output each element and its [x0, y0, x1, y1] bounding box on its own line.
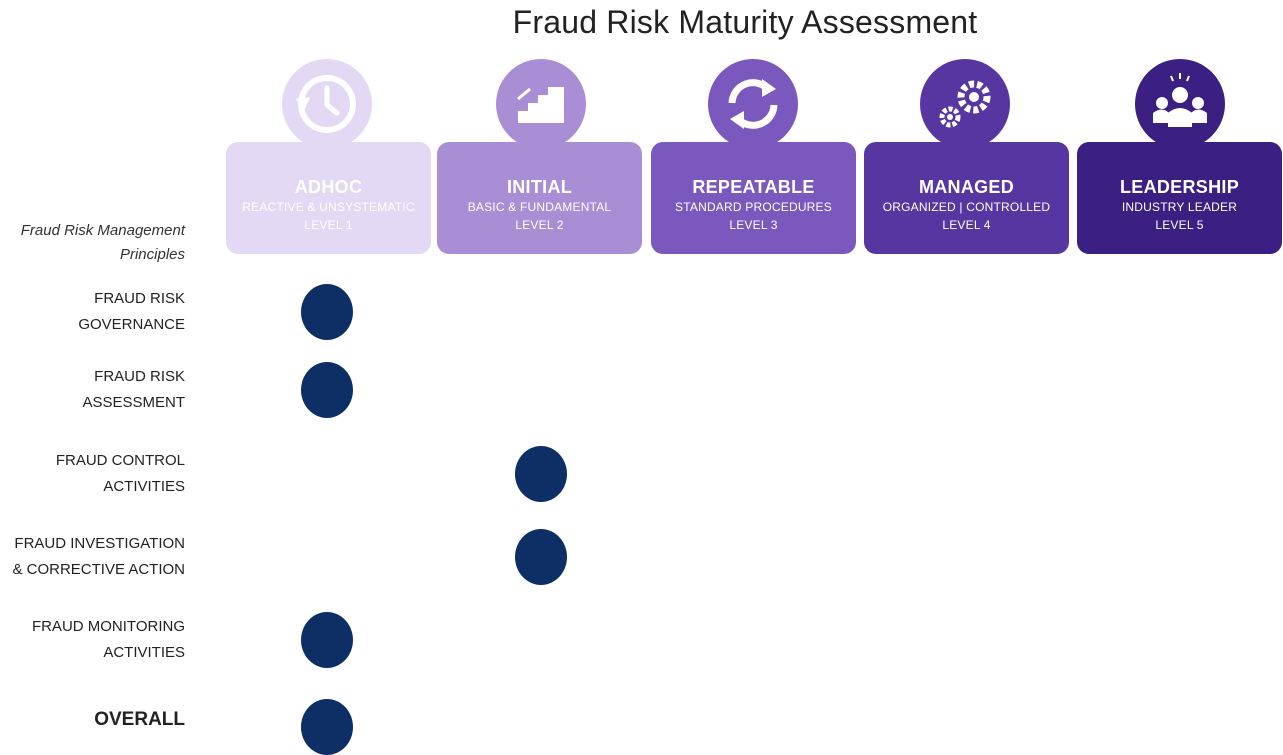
level-card-leadership: LEADERSHIP INDUSTRY LEADER LEVEL 5	[1077, 142, 1282, 254]
level-card-adhoc: ADHOC REACTIVE & UNSYSTEMATIC LEVEL 1	[226, 142, 431, 254]
gears-icon	[920, 59, 1010, 149]
level-number: LEVEL 3	[729, 218, 778, 232]
level-number: LEVEL 4	[942, 218, 991, 232]
level-card-repeatable: REPEATABLE STANDARD PROCEDURES LEVEL 3	[651, 142, 856, 254]
principle-label-line1: FRAUD MONITORING	[31, 618, 185, 635]
principle-label: FRAUD RISK ASSESSMENT	[0, 364, 185, 416]
level-name: MANAGED	[918, 177, 1015, 197]
level-number: LEVEL 1	[304, 218, 353, 232]
stairs-icon	[496, 59, 586, 149]
principle-label-line2: ACTIVITIES	[103, 644, 185, 661]
level-subtitle: BASIC & FUNDAMENTAL	[467, 200, 612, 214]
maturity-marker	[515, 446, 567, 502]
level-subtitle: REACTIVE & UNSYSTEMATIC	[242, 200, 415, 214]
clock-icon	[282, 59, 372, 149]
principles-header: Fraud Risk Management Principles	[20, 222, 185, 263]
level-card-managed: MANAGED ORGANIZED | CONTROLLED LEVEL 4	[864, 142, 1069, 254]
level-subtitle: INDUSTRY LEADER	[1121, 200, 1238, 214]
maturity-marker	[301, 284, 353, 340]
level-subtitle: ORGANIZED | CONTROLLED	[882, 200, 1051, 214]
maturity-marker	[301, 612, 353, 668]
cycle-arrows-icon	[708, 59, 798, 149]
principle-label: FRAUD MONITORING ACTIVITIES	[0, 614, 185, 666]
principle-label: FRAUD CONTROL ACTIVITIES	[0, 448, 185, 500]
page-title: Fraud Risk Maturity Assessment	[512, 4, 978, 40]
level-name: INITIAL	[506, 177, 573, 197]
principle-label-line1: FRAUD RISK	[94, 290, 185, 307]
principle-label-line1: FRAUD CONTROL	[55, 452, 185, 469]
principle-label-line2: ACTIVITIES	[103, 478, 185, 495]
principle-label: FRAUD INVESTIGATION & CORRECTIVE ACTION	[0, 531, 185, 583]
level-name: REPEATABLE	[692, 177, 815, 197]
maturity-marker	[301, 362, 353, 418]
level-card-initial: INITIAL BASIC & FUNDAMENTAL LEVEL 2	[437, 142, 642, 254]
principle-label-line2: ASSESSMENT	[82, 394, 185, 411]
level-name: ADHOC	[294, 177, 363, 197]
overall-label: OVERALL	[94, 709, 185, 730]
level-number: LEVEL 5	[1155, 218, 1204, 232]
level-name: LEADERSHIP	[1119, 177, 1239, 197]
team-icon	[1135, 59, 1225, 149]
principle-label-line2: & CORRECTIVE ACTION	[12, 561, 185, 578]
level-subtitle: STANDARD PROCEDURES	[675, 200, 832, 214]
principle-label: FRAUD RISK GOVERNANCE	[0, 286, 185, 338]
principle-label-line1: FRAUD RISK	[94, 368, 185, 385]
principle-label-line1: FRAUD INVESTIGATION	[14, 535, 185, 552]
maturity-marker	[515, 529, 567, 585]
overall-maturity-marker	[301, 699, 353, 755]
principle-label-line2: GOVERNANCE	[78, 316, 185, 333]
level-number: LEVEL 2	[515, 218, 564, 232]
